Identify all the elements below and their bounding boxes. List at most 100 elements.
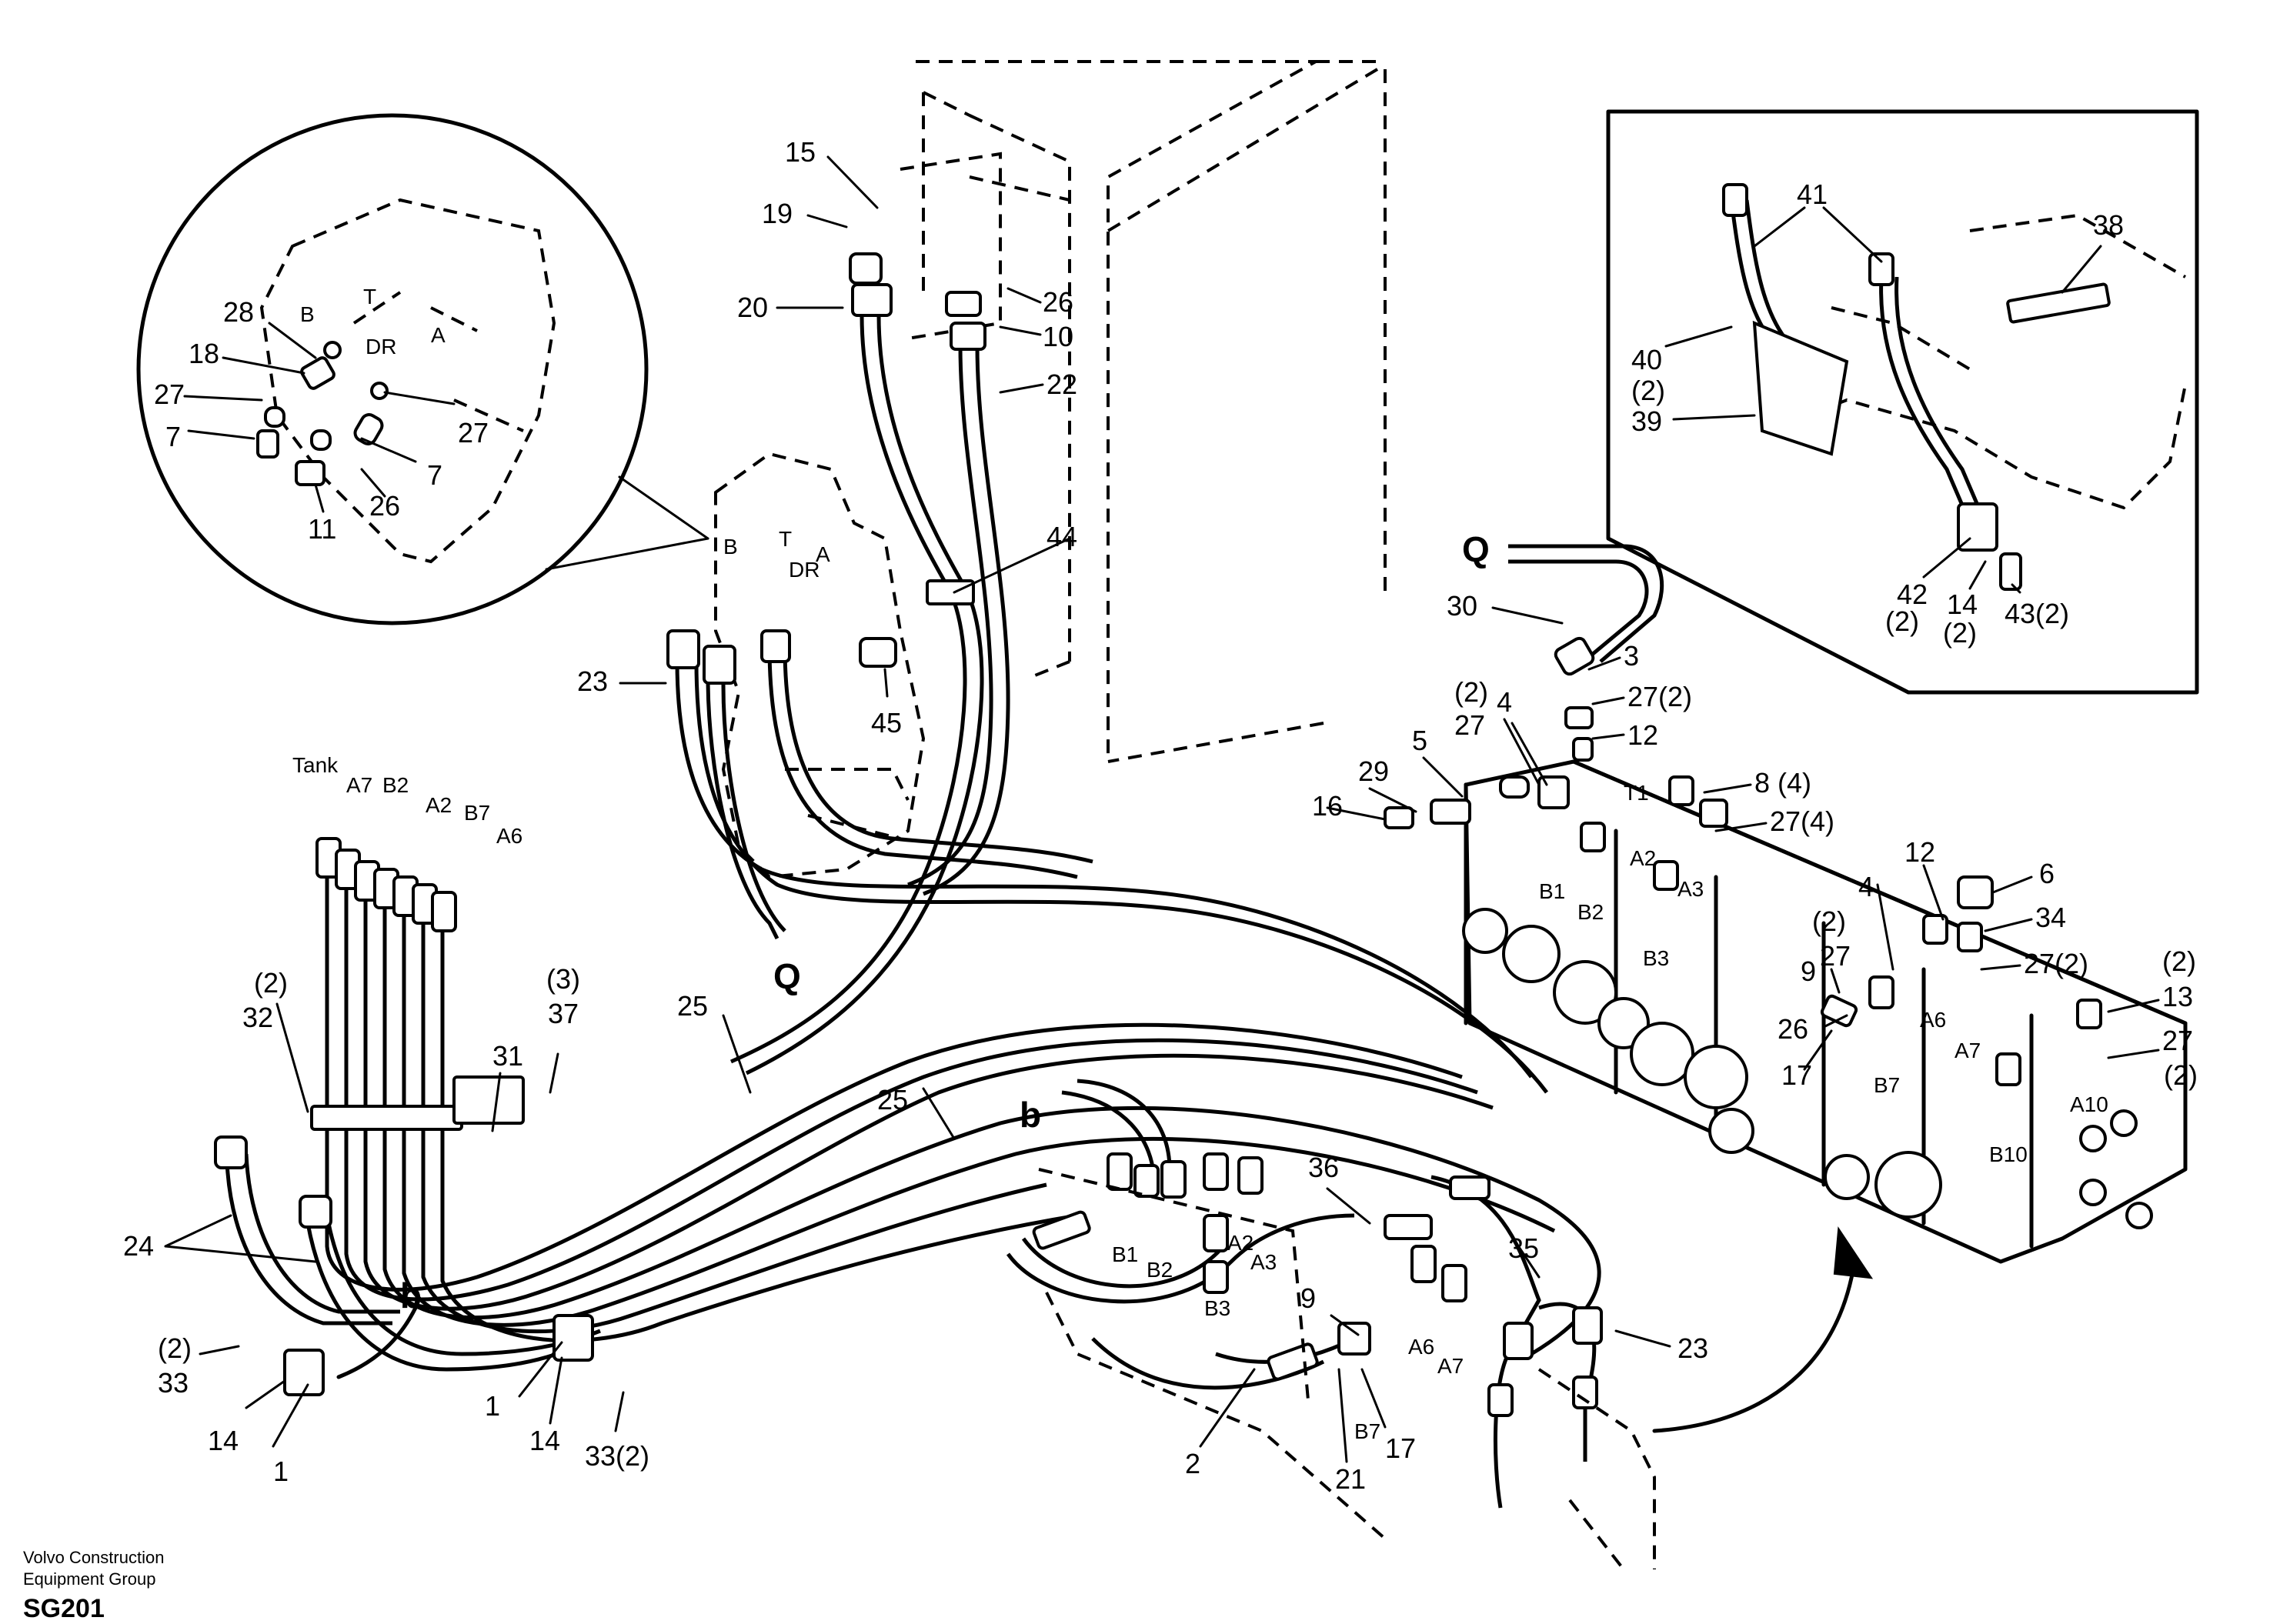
port-label: B2 <box>1577 900 1604 924</box>
callout-label: 39 <box>1631 405 1662 437</box>
company-name-line1: Volvo Construction <box>23 1548 165 1567</box>
callout-label: 17 <box>1385 1432 1416 1464</box>
callout-label: (2) <box>2164 1059 2198 1091</box>
callout-label: 44 <box>1047 521 1077 552</box>
callout-label: 34 <box>2035 902 2066 933</box>
port-label: B2 <box>1147 1258 1173 1282</box>
port-label: A <box>816 542 830 566</box>
callout-label: 26 <box>1043 286 1073 318</box>
callout-label: 8 (4) <box>1754 767 1811 799</box>
callout-label: 41 <box>1797 178 1828 210</box>
callout-label: (2) <box>1943 617 1977 649</box>
callout-label: (2) <box>2162 945 2196 977</box>
callout-label: (2) <box>254 967 288 999</box>
port-label: A <box>431 323 446 347</box>
port-label: DR <box>789 558 820 582</box>
callout-label: (2) <box>1631 375 1665 406</box>
callout-label: 14 <box>208 1425 239 1456</box>
detail-fittings <box>256 341 389 486</box>
port-label: DR <box>366 335 396 358</box>
leader-lines <box>164 155 2160 1463</box>
callout-label: 14 <box>529 1425 560 1456</box>
callout-label: 10 <box>1043 321 1073 352</box>
callout-label: 23 <box>1677 1332 1708 1364</box>
port-label: B7 <box>1354 1419 1380 1443</box>
callout-label: 15 <box>785 136 816 168</box>
hoses-23-right <box>1430 1175 1656 1571</box>
callout-label: 32 <box>242 1002 273 1033</box>
port-label: B3 <box>1204 1296 1230 1320</box>
manifold-fittings <box>1006 1079 1467 1540</box>
connection-mark: Q <box>1462 529 1490 569</box>
motor-hoses <box>666 629 1548 1094</box>
callout-label: 33 <box>158 1367 189 1399</box>
callout-label: 21 <box>1335 1463 1366 1495</box>
callout-label: 14 <box>1947 589 1978 620</box>
valve-fittings <box>1384 544 2102 1086</box>
port-label: B3 <box>1643 946 1669 970</box>
callout-label: 27 <box>1454 709 1485 741</box>
callout-label: 9 <box>1300 1282 1316 1314</box>
callout-label: (2) <box>1454 676 1488 708</box>
port-label: A7 <box>346 773 372 797</box>
port-label: B1 <box>1112 1242 1138 1266</box>
port-label: B1 <box>1539 879 1565 903</box>
callout-label: 45 <box>871 707 902 739</box>
callout-label: 38 <box>2093 209 2124 241</box>
callout-label: 6 <box>2039 858 2055 889</box>
port-label: A6 <box>1408 1335 1434 1359</box>
connection-mark: b <box>400 1276 422 1316</box>
port-label: B7 <box>1874 1073 1900 1097</box>
callout-label: 3 <box>1624 640 1639 672</box>
port-labels: Tank A7 B2 A2 B7 A6 B T DR A B T DR A B1… <box>292 285 2108 1443</box>
callout-label: 28 <box>223 296 254 328</box>
port-label: B7 <box>464 801 490 825</box>
callout-label: 43(2) <box>2005 598 2069 629</box>
callout-label: 40 <box>1631 344 1662 375</box>
port-label: A3 <box>1677 877 1704 901</box>
port-label: B <box>723 535 738 559</box>
callout-label: 4 <box>1858 871 1874 902</box>
callout-label: 5 <box>1412 725 1427 756</box>
callout-label: (2) <box>1812 905 1846 937</box>
machine-frame-outline <box>900 60 1387 763</box>
port-label: A2 <box>1630 846 1656 870</box>
port-label: Tank <box>292 753 339 777</box>
port-label: B <box>300 302 315 326</box>
callout-label: 29 <box>1358 755 1389 787</box>
callout-labels: 15 19 20 26 10 22 44 23 45 28 18 27 7 27… <box>123 136 2198 1495</box>
callout-label: 30 <box>1447 590 1477 622</box>
pipe-bundle <box>310 837 1601 1356</box>
company-name-line2: Equipment Group <box>23 1569 156 1589</box>
callout-label: 23 <box>577 665 608 697</box>
pointer-arrow <box>1652 1259 1857 1433</box>
callout-label: 2 <box>1185 1448 1200 1479</box>
callout-label: 35 <box>1508 1232 1539 1264</box>
callout-label: 4 <box>1497 686 1512 718</box>
port-label: A7 <box>1955 1039 1981 1062</box>
callout-label: 24 <box>123 1230 154 1262</box>
callout-label: 37 <box>548 998 579 1029</box>
port-label: T <box>363 285 376 308</box>
callout-label: 1 <box>485 1390 500 1422</box>
callout-label: 26 <box>369 490 400 522</box>
callout-label: 27 <box>154 378 185 410</box>
callout-label: 26 <box>1778 1013 1808 1045</box>
drawing-code: SG201 <box>23 1594 105 1623</box>
connection-mark: b <box>1020 1095 1041 1135</box>
callout-label: 27(2) <box>2024 948 2088 979</box>
callout-label: 27 <box>1820 940 1851 972</box>
port-label: A10 <box>2070 1092 2108 1116</box>
connection-marks: Q Q b b <box>400 529 1490 1316</box>
callout-label: 18 <box>189 338 219 369</box>
callout-label: 33(2) <box>585 1440 649 1472</box>
port-label: T <box>779 527 792 551</box>
callout-label: (2) <box>1885 605 1919 637</box>
port-label: B10 <box>1989 1142 2028 1166</box>
port-label: T1 <box>1624 781 1649 805</box>
control-valve <box>1462 759 2188 1264</box>
port-label: A6 <box>1920 1008 1946 1032</box>
callout-label: 1 <box>273 1456 289 1487</box>
